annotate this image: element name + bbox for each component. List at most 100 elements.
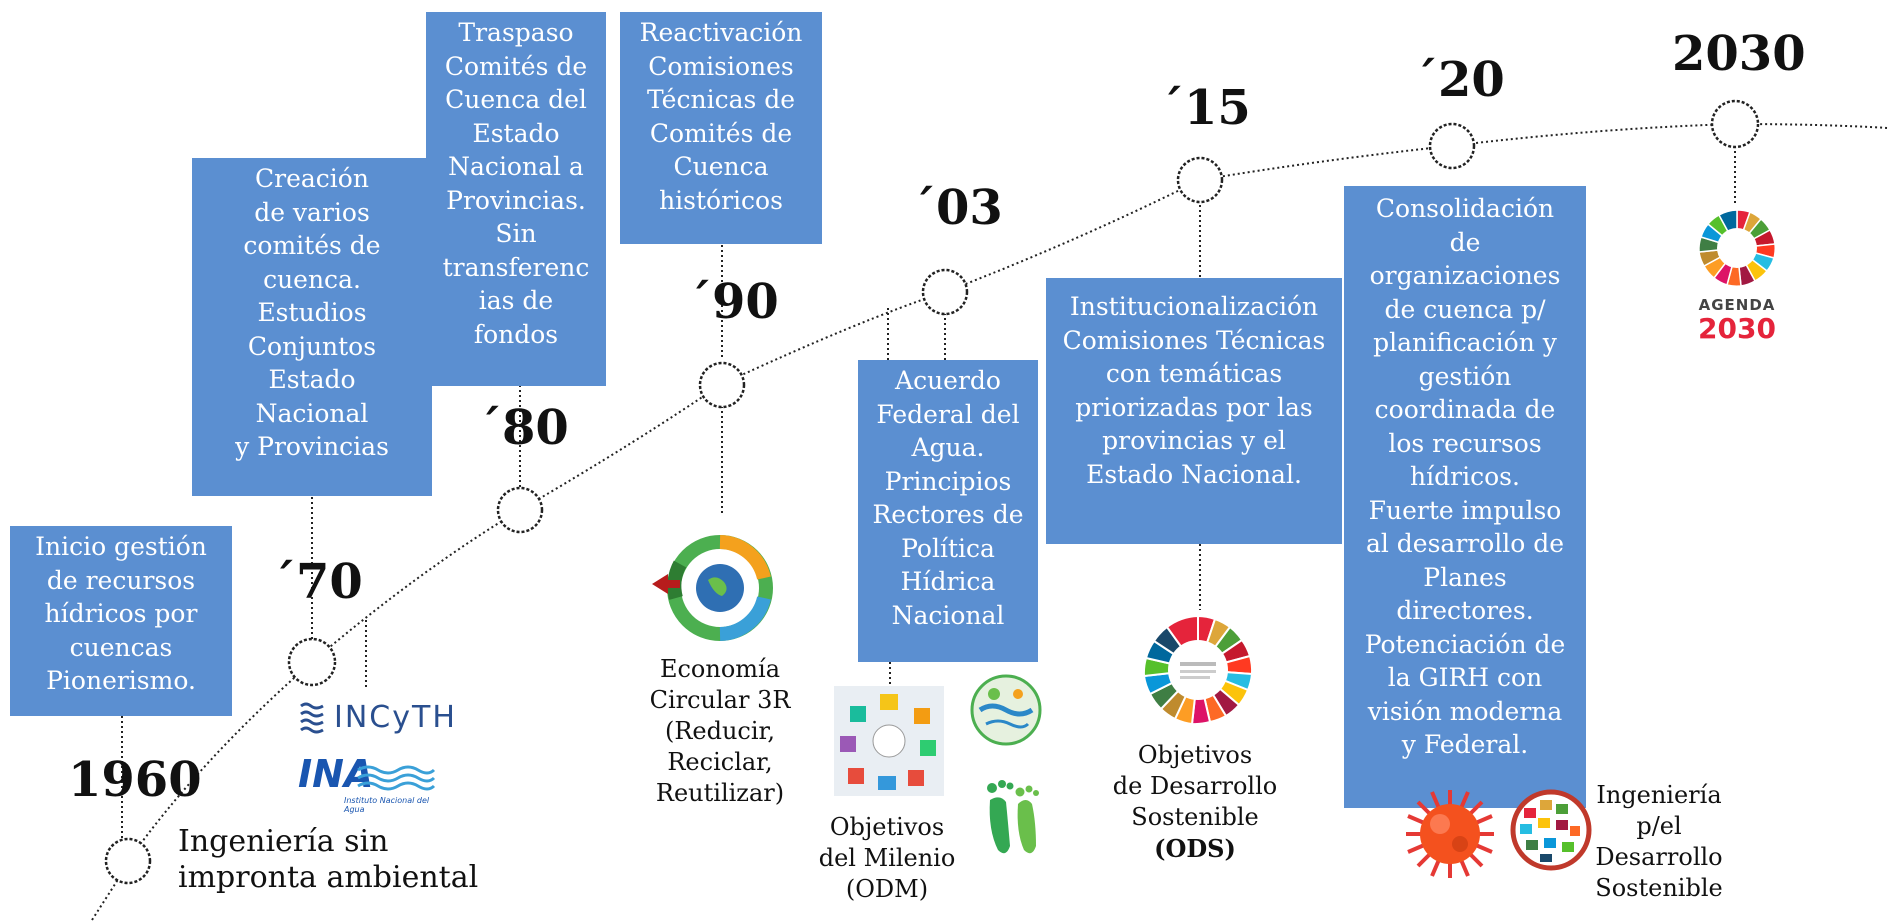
year-2030: 2030 bbox=[1672, 26, 1806, 82]
box-line: Nacional bbox=[255, 398, 369, 428]
box-line: los recursos bbox=[1388, 428, 1542, 458]
box-line: Conjuntos bbox=[247, 331, 377, 361]
ods-ring-icon bbox=[1698, 209, 1776, 287]
caption-line: Ingeniería sin bbox=[178, 824, 389, 859]
caption-line: (ODM) bbox=[845, 875, 929, 903]
year-80: ´80 bbox=[478, 400, 569, 456]
year-15: ´15 bbox=[1160, 80, 1251, 136]
box-line: de cuenca p/ bbox=[1384, 294, 1546, 324]
box-line: de varios bbox=[254, 197, 370, 227]
box-line: Comisiones bbox=[648, 51, 794, 81]
box-line: Estado Nacional. bbox=[1086, 459, 1302, 489]
caption-03: Objetivos del Milenio (ODM) bbox=[812, 812, 962, 905]
caption-line: Reutilizar) bbox=[655, 779, 785, 807]
box-line: Nacional a bbox=[448, 152, 584, 181]
box-line: hídricos. bbox=[1410, 462, 1520, 491]
agenda-label: AGENDA bbox=[1698, 296, 1776, 314]
box-line: de bbox=[1449, 227, 1481, 257]
box-line: cuencas bbox=[69, 632, 173, 662]
box-line: Cuenca del bbox=[445, 85, 587, 114]
box-line: Institucionalización bbox=[1069, 292, 1319, 321]
wave-icon bbox=[300, 702, 324, 734]
box-line: Creación bbox=[255, 164, 369, 193]
year-90: ´90 bbox=[688, 274, 779, 330]
ina-subtitle: Instituto Nacional del Agua bbox=[344, 796, 430, 814]
caption-line: del Milenio bbox=[818, 844, 956, 872]
caption-line: (Reducir, bbox=[664, 717, 776, 745]
caption-line: Reciclar, bbox=[667, 748, 773, 776]
box-line: Consolidación bbox=[1375, 194, 1555, 223]
incyth-text: INCyTH bbox=[334, 700, 457, 735]
box-line: de recursos bbox=[46, 565, 196, 595]
box-line: Planes bbox=[1423, 562, 1507, 592]
box-line: Inicio gestión bbox=[35, 532, 207, 561]
footprint-icon bbox=[982, 770, 1042, 860]
year-03: ´03 bbox=[912, 180, 1003, 236]
caption-line: de Desarrollo bbox=[1112, 772, 1278, 800]
odm-diagram-icon bbox=[834, 686, 944, 796]
box-line: transferenc bbox=[442, 252, 590, 282]
caption-1960: Ingeniería sin impronta ambiental bbox=[178, 824, 478, 896]
box-line: Fuerte impulso bbox=[1368, 495, 1562, 525]
caption-line: (ODS) bbox=[1154, 834, 1236, 863]
box-line: ias de bbox=[478, 286, 554, 315]
box-line: Rectores de bbox=[872, 500, 1024, 529]
box-line: provincias y el bbox=[1102, 426, 1286, 455]
box-line: Técnicas de bbox=[646, 85, 796, 114]
milestone-node-2030 bbox=[1710, 99, 1760, 149]
milestone-box-80: Traspaso Comités de Cuenca del Estado Na… bbox=[426, 12, 606, 386]
caption-line: impronta ambiental bbox=[178, 860, 479, 895]
box-line: Estado bbox=[472, 118, 560, 148]
box-line: gestión bbox=[1418, 361, 1512, 391]
box-line: con temáticas bbox=[1105, 359, 1283, 388]
ods-wheel-icon bbox=[1140, 612, 1256, 728]
box-line: Acuerdo bbox=[895, 366, 1001, 395]
box-line: organizaciones bbox=[1369, 261, 1561, 290]
ina-logo: INA Instituto Nacional del Agua bbox=[298, 752, 438, 814]
box-line: Pionerismo. bbox=[46, 666, 196, 695]
milestone-node-03 bbox=[921, 268, 969, 316]
caption-line: Ingeniería bbox=[1596, 781, 1722, 809]
box-line: al desarrollo de bbox=[1365, 529, 1565, 558]
box-line: la GIRH con bbox=[1387, 663, 1543, 692]
box-line: priorizadas por las bbox=[1075, 392, 1313, 422]
box-line: Federal del bbox=[876, 399, 1020, 429]
box-line: Potenciación de bbox=[1364, 629, 1566, 659]
caption-90: Economía Circular 3R (Reducir, Reciclar,… bbox=[640, 654, 800, 809]
water-map-icon bbox=[968, 672, 1044, 748]
box-line: cuenca. bbox=[263, 264, 361, 294]
box-line: planificación y bbox=[1373, 328, 1557, 357]
box-line: Hídrica bbox=[900, 567, 996, 596]
agenda-year: 2030 bbox=[1698, 312, 1776, 345]
milestone-box-20: Consolidación de organizaciones de cuenc… bbox=[1344, 186, 1586, 808]
milestone-node-80 bbox=[496, 486, 544, 534]
box-line: y Provincias bbox=[235, 432, 389, 461]
box-line: Estudios bbox=[257, 298, 367, 327]
caption-line: Objetivos bbox=[1137, 741, 1253, 769]
milestone-box-03: Acuerdo Federal del Agua. Principios Rec… bbox=[858, 360, 1038, 662]
agenda-2030-logo: AGENDA 2030 bbox=[1692, 208, 1782, 348]
milestone-box-1960: Inicio gestión de recursos hídricos por … bbox=[10, 526, 232, 716]
milestone-node-20 bbox=[1428, 122, 1476, 170]
box-line: visión moderna bbox=[1367, 696, 1563, 726]
box-line: Reactivación bbox=[639, 18, 803, 47]
box-line: y Federal. bbox=[1401, 730, 1529, 759]
caption-line: Objetivos bbox=[829, 813, 945, 841]
year-20: ´20 bbox=[1414, 52, 1505, 108]
box-line: Comités de bbox=[649, 118, 793, 148]
year-70: ´70 bbox=[272, 554, 363, 610]
milestone-box-90: Reactivación Comisiones Técnicas de Comi… bbox=[620, 12, 822, 244]
box-line: Comisiones Técnicas bbox=[1062, 325, 1326, 355]
box-line: Política bbox=[901, 533, 995, 563]
box-line: Nacional bbox=[891, 600, 1005, 630]
box-line: Agua. bbox=[911, 433, 985, 462]
caption-20: Ingeniería p/el Desarrollo Sostenible bbox=[1594, 780, 1724, 904]
box-line: Traspaso bbox=[458, 18, 574, 47]
box-line: coordinada de bbox=[1374, 395, 1556, 424]
caption-line: Economía bbox=[659, 655, 781, 683]
box-line: comités de bbox=[243, 231, 381, 260]
milestone-node-90 bbox=[698, 361, 746, 409]
globe-icon bbox=[1510, 786, 1592, 874]
milestone-node-15 bbox=[1176, 156, 1224, 204]
